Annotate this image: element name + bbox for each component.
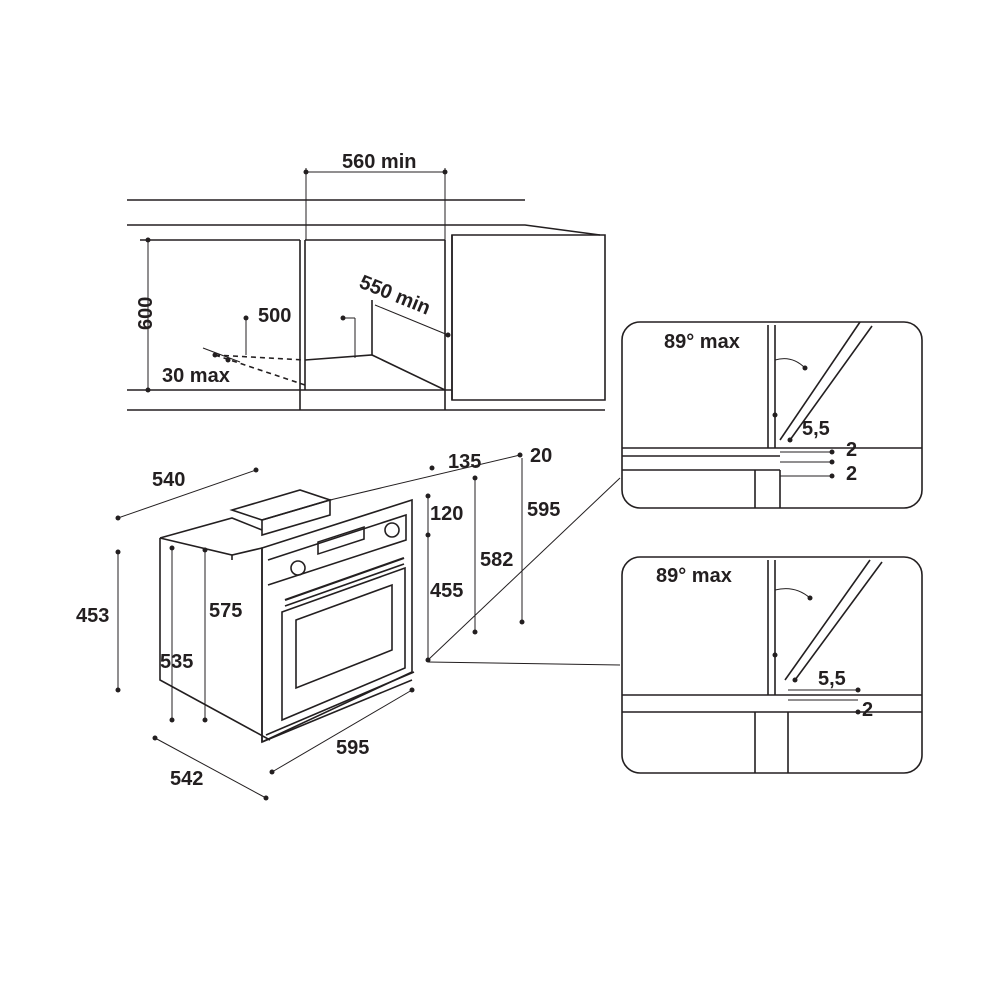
dim-453: 453 [76, 605, 109, 627]
detail2-angle: 89° max [656, 565, 732, 587]
dim-600: 600 [135, 297, 157, 330]
detail2-gap: 5,5 [818, 668, 846, 690]
detail1-gap: 5,5 [802, 418, 830, 440]
oven-drawing: 540 135 20 120 455 582 595 453 535 575 [76, 445, 621, 801]
dim-120: 120 [430, 503, 463, 525]
dim-550-min: 550 min [356, 271, 433, 319]
dim-30-max: 30 max [162, 365, 230, 387]
detail-upper: 89° max 5,5 2 2 [621, 321, 923, 509]
dim-582: 582 [480, 549, 513, 571]
detail2-dim-a: 2 [862, 699, 873, 721]
detail1-dim-a: 2 [846, 439, 857, 461]
dim-595-width: 595 [336, 737, 369, 759]
dim-455: 455 [430, 580, 463, 602]
detail-lower: 89° max 5,5 2 [621, 556, 923, 774]
dim-542: 542 [170, 768, 203, 790]
cabinet-drawing: 560 min 600 500 550 min 30 max [127, 151, 606, 411]
dim-535: 535 [160, 651, 193, 673]
dim-135: 135 [448, 451, 481, 473]
dim-20: 20 [530, 445, 552, 467]
dim-595-height: 595 [527, 499, 560, 521]
detail1-angle: 89° max [664, 331, 740, 353]
dim-575: 575 [209, 600, 242, 622]
dim-560-min: 560 min [342, 151, 416, 173]
dim-540: 540 [152, 469, 185, 491]
dim-500: 500 [258, 305, 291, 327]
detail1-dim-b: 2 [846, 463, 857, 485]
